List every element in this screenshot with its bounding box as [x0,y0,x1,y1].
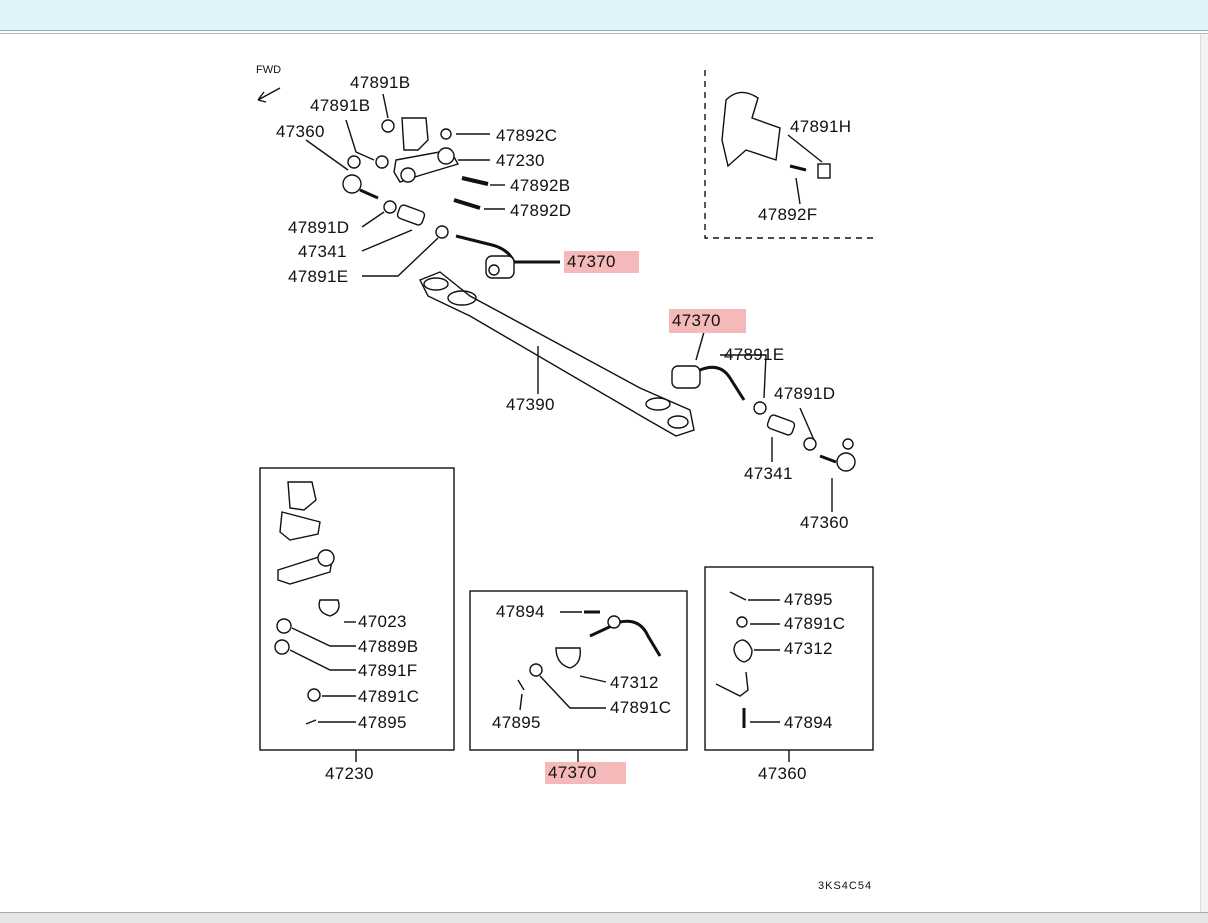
dashed-inset-frame [704,70,878,239]
center-link-drawing [419,271,695,437]
callout-47230[interactable]: 47230 [496,151,545,170]
inset-idler-arm-title[interactable]: 47230 [325,764,374,783]
callout-47341[interactable]: 47341 [298,242,347,261]
vertical-scrollbar[interactable] [1200,34,1208,912]
callout-47360[interactable]: 47360 [800,513,849,532]
fwd-direction-label: FWD [256,64,282,76]
callout-47892b[interactable]: 47892B [510,176,571,195]
leader-lines [305,93,833,512]
right-inner-tie-rod-drawing [671,365,856,472]
inset-tie-rod-part-label[interactable]: 47891C [610,698,672,717]
callout-47891b[interactable]: 47891B [310,96,371,115]
left-inner-tie-rod-drawing [455,234,516,279]
callout-47891e[interactable]: 47891E [288,267,349,286]
bracket-drawing [721,91,831,179]
inset-tie-rod-part-label[interactable]: 47895 [492,713,541,732]
callout-47891d[interactable]: 47891D [774,384,836,403]
inset-idler-part-label[interactable]: 47891C [358,687,420,706]
idler-arm-drawing [375,117,489,210]
inset-tie-rod-part-label[interactable]: 47312 [610,673,659,692]
callout-47891d[interactable]: 47891D [288,218,350,237]
callout-47360[interactable]: 47360 [276,122,325,141]
drawing-code: 3KS4C54 [818,880,873,892]
inset-tie-rod-end-part-label[interactable]: 47312 [784,639,833,658]
inset-tie-rod-drawing [517,610,662,711]
window-title-bar [0,0,1208,31]
inset-idler-part-label[interactable]: 47023 [358,612,407,631]
callout-47891b[interactable]: 47891B [350,73,411,92]
inset-tie-rod-part-label[interactable]: 47894 [496,602,545,621]
fwd-arrow-icon [257,87,281,103]
callout-47892f[interactable]: 47892F [758,205,818,224]
inset-tie-rod-end-title[interactable]: 47360 [758,764,807,783]
callout-47370-highlighted[interactable]: 47370 [669,309,746,333]
inset-box-idler-arm [259,467,455,751]
status-bar [0,912,1208,923]
inset-idler-arm-drawing [274,481,356,725]
inset-tie-rod-title-highlighted[interactable]: 47370 [545,762,626,784]
callout-47390[interactable]: 47390 [506,395,555,414]
inset-tie-rod-end-part-label[interactable]: 47894 [784,713,833,732]
callout-47891h[interactable]: 47891H [790,117,852,136]
left-tie-rod-end-drawing [342,155,449,239]
callout-47892d[interactable]: 47892D [510,201,572,220]
inset-idler-part-label[interactable]: 47889B [358,637,419,656]
inset-idler-part-label[interactable]: 47895 [358,713,407,732]
callout-47370-highlighted[interactable]: 47370 [564,251,639,273]
inset-idler-part-label[interactable]: 47891F [358,661,418,680]
callout-47341[interactable]: 47341 [744,464,793,483]
callout-47891e[interactable]: 47891E [724,345,785,364]
inset-tie-rod-end-drawing [715,591,780,728]
toolbar-divider [0,33,1208,34]
inset-tie-rod-end-part-label[interactable]: 47891C [784,614,846,633]
inset-tie-rod-end-part-label[interactable]: 47895 [784,590,833,609]
callout-47892c[interactable]: 47892C [496,126,558,145]
